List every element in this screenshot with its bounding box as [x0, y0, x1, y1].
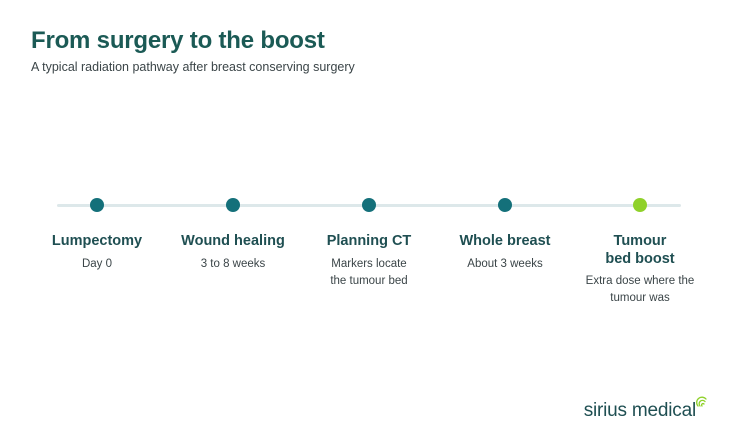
timeline-node — [226, 198, 240, 212]
step-description: 3 to 8 weeks — [200, 258, 266, 270]
brand-logo-text: sirius medical — [583, 400, 696, 421]
step-description: Markers locate the tumour bed — [330, 258, 408, 287]
timeline-node — [90, 198, 104, 212]
timeline-node — [498, 198, 512, 212]
step-title: Whole breast — [459, 233, 551, 249]
step-description: About 3 weeks — [467, 258, 543, 270]
step-title: Wound healing — [181, 233, 285, 249]
timeline-node — [362, 198, 376, 212]
step-description: Extra dose where the tumour was — [585, 275, 695, 304]
fingerprint-wave-icon — [696, 396, 707, 407]
page-subtitle: A typical radiation pathway after breast… — [31, 60, 355, 74]
step-description: Day 0 — [81, 258, 113, 270]
page-title: From surgery to the boost — [31, 27, 325, 54]
timeline-node-accent — [633, 198, 647, 212]
step-title: Lumpectomy — [51, 233, 143, 249]
step-title: Planning CT — [326, 233, 412, 249]
step-title: Tumour bed boost — [605, 233, 675, 267]
